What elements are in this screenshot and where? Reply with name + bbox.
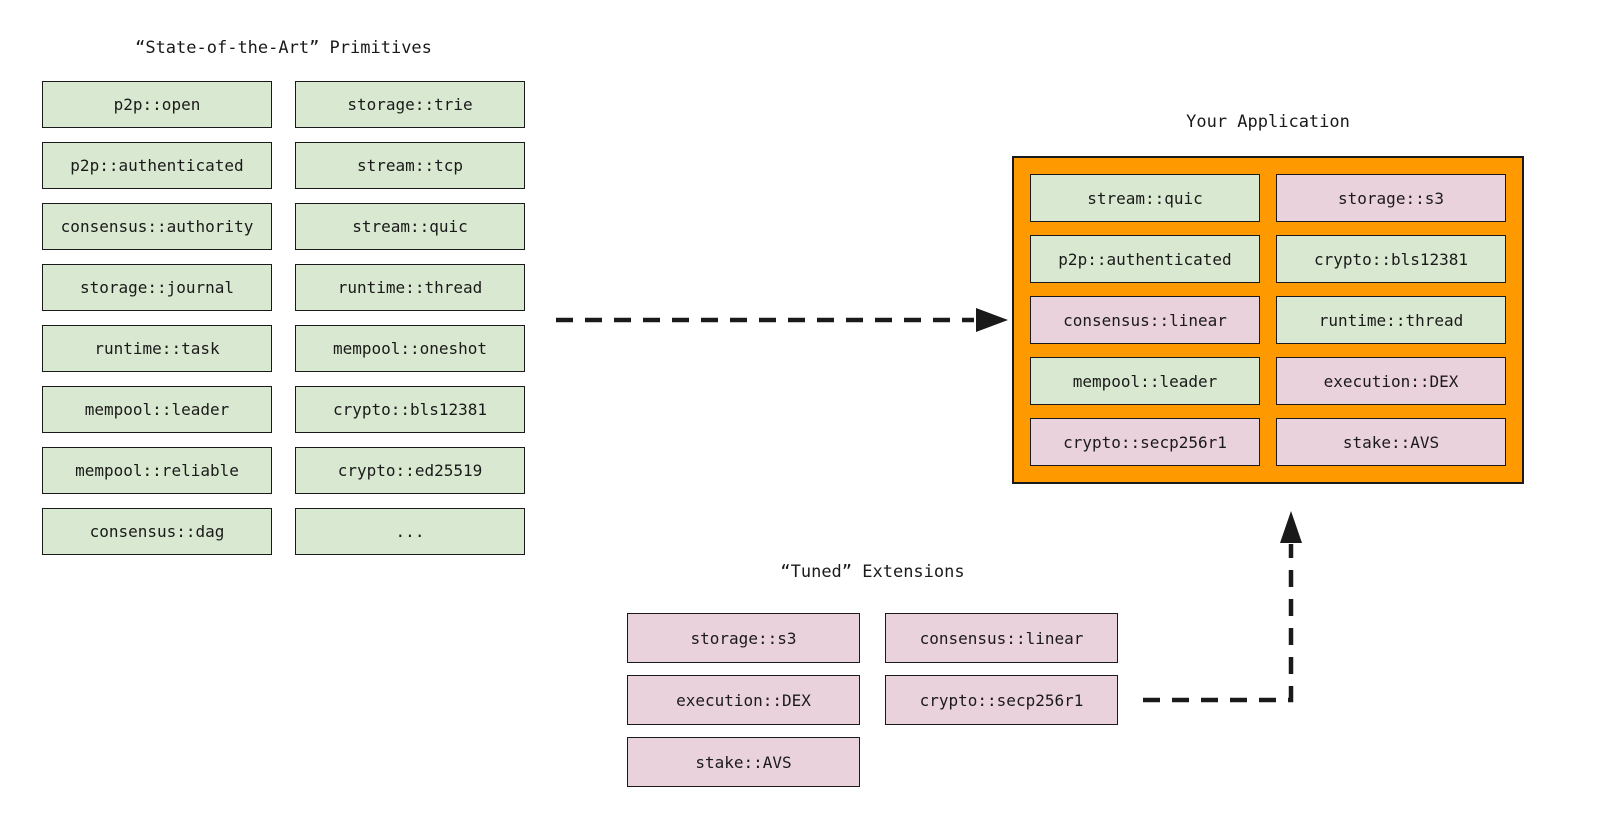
app-box-mempool-leader: mempool::leader [1030,357,1260,405]
primitive-box-mempool-reliable: mempool::reliable [42,447,272,494]
extension-box-storage-s3: storage::s3 [627,613,860,663]
extensions-grid: storage::s3 execution::DEX stake::AVS co… [627,613,1118,787]
primitive-box-storage-journal: storage::journal [42,264,272,311]
extensions-group: “Tuned” Extensions storage::s3 execution… [627,560,1118,787]
app-box-runtime-thread: runtime::thread [1276,296,1506,344]
extension-box-stake-avs: stake::AVS [627,737,860,787]
extension-box-execution-dex: execution::DEX [627,675,860,725]
primitive-box-storage-trie: storage::trie [295,81,525,128]
app-box-crypto-secp256r1: crypto::secp256r1 [1030,418,1260,466]
primitive-box-crypto-ed25519: crypto::ed25519 [295,447,525,494]
app-box-consensus-linear: consensus::linear [1030,296,1260,344]
primitives-title: “State-of-the-Art” Primitives [135,38,432,58]
primitive-box-consensus-authority: consensus::authority [42,203,272,250]
primitive-box-p2p-authenticated: p2p::authenticated [42,142,272,189]
primitives-group: “State-of-the-Art” Primitives p2p::open … [42,36,525,555]
extensions-to-application-arrow [1143,511,1302,703]
app-box-storage-s3: storage::s3 [1276,174,1506,222]
primitives-grid: p2p::open p2p::authenticated consensus::… [42,81,525,555]
app-box-stake-avs: stake::AVS [1276,418,1506,466]
application-title: Your Application [1186,112,1350,132]
application-frame: stream::quic p2p::authenticated consensu… [1012,156,1524,484]
primitive-box-runtime-thread: runtime::thread [295,264,525,311]
primitive-box-stream-tcp: stream::tcp [295,142,525,189]
primitives-to-application-arrow [556,308,1008,332]
primitive-box-runtime-task: runtime::task [42,325,272,372]
application-group: Your Application stream::quic p2p::authe… [1012,110,1524,484]
extensions-title: “Tuned” Extensions [780,562,965,582]
arrowhead-up-icon [1280,511,1302,543]
extension-box-consensus-linear: consensus::linear [885,613,1118,663]
primitive-box-consensus-dag: consensus::dag [42,508,272,555]
app-box-execution-dex: execution::DEX [1276,357,1506,405]
primitive-box-p2p-open: p2p::open [42,81,272,128]
extension-box-crypto-secp256r1: crypto::secp256r1 [885,675,1118,725]
primitive-box-stream-quic: stream::quic [295,203,525,250]
primitive-box-mempool-leader: mempool::leader [42,386,272,433]
app-box-stream-quic: stream::quic [1030,174,1260,222]
primitive-box-ellipsis: ... [295,508,525,555]
arrowhead-right-icon [976,308,1008,332]
app-box-crypto-bls12381: crypto::bls12381 [1276,235,1506,283]
primitive-box-mempool-oneshot: mempool::oneshot [295,325,525,372]
app-box-p2p-authenticated: p2p::authenticated [1030,235,1260,283]
primitive-box-crypto-bls12381: crypto::bls12381 [295,386,525,433]
